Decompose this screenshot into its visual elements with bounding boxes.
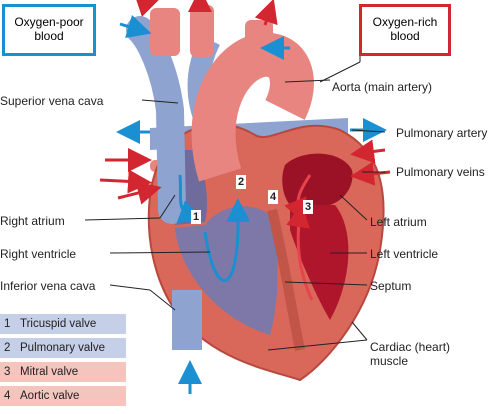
blood-flow-red-arrow-pv-left-3 bbox=[117, 181, 162, 205]
label-right-ventricle: Right ventricle bbox=[0, 247, 77, 261]
label-inferior-vena-cava: Inferior vena cava bbox=[0, 279, 96, 293]
legend-text: Mitral valve bbox=[20, 366, 79, 378]
blood-flow-red-arrow-pv-left-2 bbox=[99, 169, 152, 194]
valve-marker-4: 4 bbox=[268, 190, 279, 204]
label-superior-vena-cava: Superior vena cava bbox=[0, 94, 104, 108]
legend-number: 3 bbox=[4, 366, 11, 378]
label-left-atrium: Left atrium bbox=[370, 215, 427, 229]
legend-row-tricuspid: 1 Tricuspid valve bbox=[0, 314, 126, 334]
oxygen-rich-box: Oxygen-rich blood bbox=[359, 4, 451, 56]
label-aorta: Aorta (main artery) bbox=[332, 80, 433, 94]
label-pulmonary-veins: Pulmonary veins bbox=[396, 165, 485, 179]
blood-flow-blue-path-rv bbox=[203, 198, 251, 282]
blood-flow-red-arrow-lv bbox=[286, 203, 314, 301]
valve-marker-3: 3 bbox=[303, 200, 314, 214]
legend-number: 2 bbox=[4, 342, 11, 354]
valve-marker-2: 2 bbox=[236, 175, 247, 189]
label-septum: Septum bbox=[370, 279, 412, 293]
legend-number: 4 bbox=[4, 390, 11, 402]
legend-row-aortic: 4 Aortic valve bbox=[0, 386, 126, 406]
valve-legend: 1 Tricuspid valve 2 Pulmonary valve 3 Mi… bbox=[0, 314, 126, 410]
inferior-vena-cava-vessel bbox=[172, 290, 202, 350]
left-ventricle-chamber bbox=[290, 205, 349, 320]
label-cardiac-muscle: Cardiac (heart) muscle bbox=[370, 340, 451, 368]
blood-flow-blue-arrow-svc bbox=[119, 15, 152, 39]
valve-marker-1: 1 bbox=[191, 210, 202, 224]
oxygen-poor-box: Oxygen-poor blood bbox=[2, 4, 96, 56]
legend-text: Aortic valve bbox=[20, 390, 80, 402]
legend-text: Pulmonary valve bbox=[20, 342, 106, 354]
blood-flow-red-arrow-pv-right-2 bbox=[350, 161, 391, 186]
label-left-ventricle: Left ventricle bbox=[370, 247, 439, 261]
blood-flow-red-arrow-3 bbox=[254, 0, 278, 26]
right-ventricle-chamber bbox=[175, 206, 278, 335]
label-right-atrium: Right atrium bbox=[0, 214, 65, 228]
label-pulmonary-artery: Pulmonary artery bbox=[396, 126, 488, 140]
legend-row-pulmonary: 2 Pulmonary valve bbox=[0, 338, 126, 358]
septum-wall bbox=[267, 208, 305, 351]
leader-lines bbox=[84, 45, 386, 351]
blood-flow-red-arrow-1 bbox=[133, 0, 159, 17]
legend-text: Tricuspid valve bbox=[20, 318, 97, 330]
blood-flow-blue-path-ra bbox=[176, 174, 204, 224]
blood-flow-red-arrow-pv-right-1 bbox=[350, 139, 386, 164]
legend-number: 1 bbox=[4, 318, 11, 330]
legend-row-mitral: 3 Mitral valve bbox=[0, 362, 126, 382]
